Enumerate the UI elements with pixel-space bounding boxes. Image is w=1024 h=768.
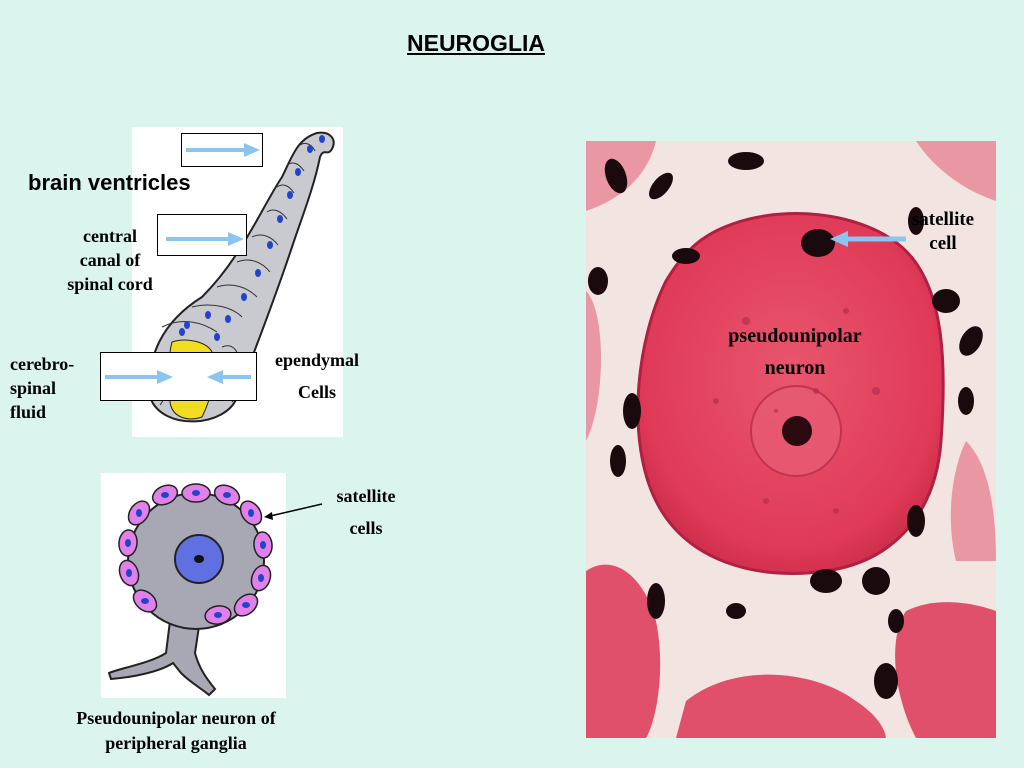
page-title: NEUROGLIA: [407, 30, 545, 56]
micrograph-satellite-nuclei: [588, 152, 983, 699]
arrow-right-icon: [166, 232, 244, 246]
label-brain-ventricles: brain ventricles: [28, 170, 191, 195]
micrograph-nucleolus: [782, 416, 812, 446]
pseudounipolar-neuron-drawing: [107, 483, 273, 697]
label-pseudounipolar-neuron: pseudounipolar neuron: [728, 325, 862, 379]
arrow-box-csf: [100, 352, 257, 401]
neuron-nucleolus: [194, 555, 204, 563]
arrow-box-central-canal: [157, 214, 247, 256]
label-ependymal-cells: ependymal Cells: [274, 350, 359, 402]
double-arrow-inward-icon: [105, 370, 251, 384]
satellite-pointer-arrow: [264, 503, 323, 520]
ganglion-caption: Pseudounipolar neuron of peripheral gang…: [76, 708, 276, 753]
label-central-canal: central canal of spinal cord: [67, 226, 153, 294]
arrow-right-icon: [186, 143, 260, 157]
label-csf: cerebro- spinal fluid: [10, 354, 75, 422]
arrow-box-brain-ventricles: [181, 133, 263, 167]
label-satellite-cell-micrograph: satellite cell: [911, 209, 975, 254]
label-satellite-cells-diagram: satellite cells: [336, 486, 396, 538]
micrograph-panel: [586, 141, 996, 738]
ganglion-diagram-panel: [101, 473, 286, 698]
axon-branches: [107, 612, 217, 697]
satellite-nuclei: [125, 490, 266, 618]
micrograph-image: [586, 141, 996, 738]
